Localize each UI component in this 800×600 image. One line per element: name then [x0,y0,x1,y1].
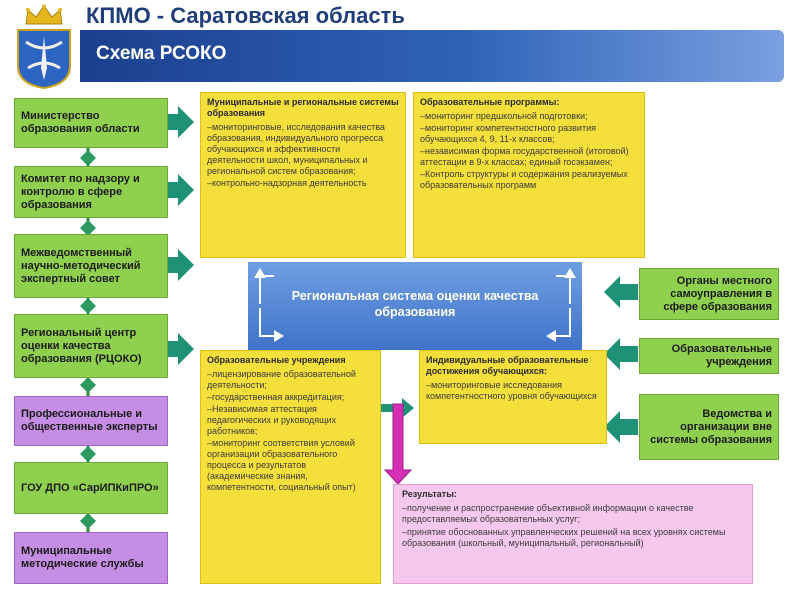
box-results: Результаты: –получение и распространение… [393,484,753,584]
left-box-label: ГОУ ДПО «СарИПКиПРО» [21,481,159,494]
left-box-saripkipro: ГОУ ДПО «СарИПКиПРО» [14,462,168,514]
left-box-label: Комитет по надзору и контролю в сфере об… [21,172,140,211]
center-system-box [248,262,582,350]
box-item: –получение и распространение объективной… [402,503,694,524]
page-title: КПМО - Саратовская область [86,3,405,28]
left-box-supervision-committee: Комитет по надзору и контролю в сфере об… [14,166,168,218]
arrow-left-icon [604,338,638,370]
box-individual-achievements: Индивидуальные образовательные достижени… [419,350,607,444]
left-box-ministry: Министерство образования области [14,98,168,148]
diamond-connector [80,377,96,393]
left-box-methodical-services: Муниципальные методические службы [14,532,168,584]
box-item: –мониторинговые, исследования качества о… [207,122,385,176]
box-title: Результаты: [402,489,457,499]
box-title: Муниципальные и региональные системы обр… [207,97,399,118]
title-band [80,30,784,82]
left-box-expert-council: Межведомственный научно-методический экс… [14,234,168,298]
box-educational-institutions: Образовательные учреждения –лицензирован… [200,350,381,584]
box-item: –мониторинг соответствия условий организ… [207,438,356,492]
box-item: –мониторинг предшкольной подготовки; [420,111,588,121]
left-box-label: Профессиональные и общественные эксперты [21,408,158,433]
diamond-connector [80,298,96,314]
right-box-local-government: Органы местного самоуправления в сфере о… [639,268,779,320]
box-item: –государственная аккредитация; [207,392,345,402]
box-item: –мониторинг компетентностного развития о… [420,123,596,144]
box-title: Образовательные учреждения [207,355,346,365]
diamond-connector [80,446,96,462]
box-item: –принятие обоснованных управленческих ре… [402,527,726,548]
right-box-label: Образовательные учреждения [671,343,772,368]
crown-icon [25,4,63,25]
arrow-down-icon [383,403,413,485]
box-item: –Контроль структуры и содержания реализу… [420,169,628,190]
corner-arrow-icon [259,308,274,337]
left-box-label: Муниципальные методические службы [21,545,144,570]
right-box-label: Ведомства и организации вне системы обра… [650,407,772,446]
left-box-label: Региональный центр оценки качества образ… [21,326,142,365]
box-educational-programs: Образовательные программы: –мониторинг п… [413,92,645,258]
box-title: Индивидуальные образовательные достижени… [426,355,589,376]
diamond-connector [80,513,96,529]
right-box-label: Органы местного самоуправления в сфере о… [663,274,772,313]
left-box-label: Межведомственный научно-методический экс… [21,246,141,285]
arrow-left-icon [604,411,638,443]
right-box-educational-institutions: Образовательные учреждения [639,338,779,374]
left-box-experts: Профессиональные и общественные эксперты [14,396,168,446]
box-item: –контрольно-надзорная деятельность [207,178,367,188]
scheme-title: Схема РСОКО [96,43,227,64]
center-system-label: Региональная система оценки качества обр… [291,289,539,319]
diamond-connector [80,150,96,166]
coat-of-arms-icon [17,29,71,90]
left-box-rcoko: Региональный центр оценки качества образ… [14,314,168,378]
diamond-connector [80,220,96,236]
arrow-left-icon [604,276,638,308]
left-box-label: Министерство образования области [21,110,140,135]
box-item: –независимая форма государственной (итог… [420,146,629,167]
corner-arrow-icon [556,275,571,304]
box-item: –лицензирование образовательной деятельн… [207,369,356,390]
corner-arrow-icon [556,308,571,337]
right-box-external-organizations: Ведомства и организации вне системы обра… [639,394,779,460]
corner-arrow-icon [259,275,274,304]
box-item: –Независимая аттестация педагогических и… [207,404,337,436]
center-corner-arrows [254,268,576,342]
box-title: Образовательные программы: [420,97,560,107]
box-item: –мониторинговые исследования компетентно… [426,380,597,401]
box-municipal-systems: Муниципальные и региональные системы обр… [200,92,406,258]
